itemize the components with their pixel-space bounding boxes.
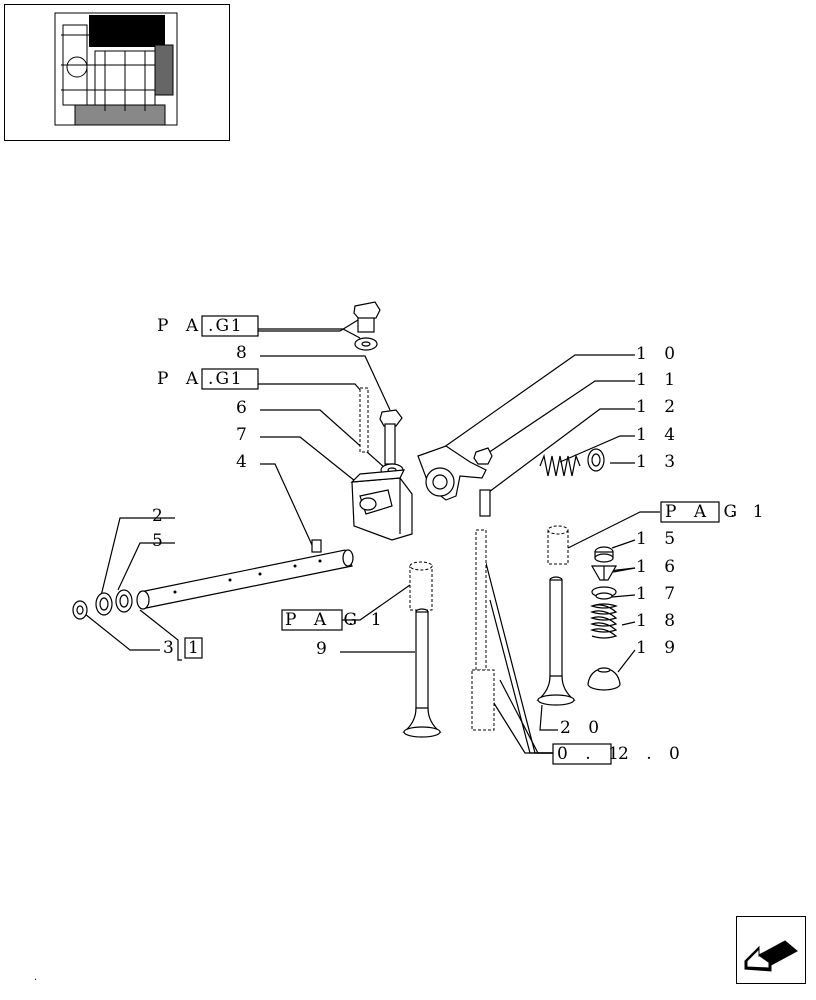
ref-pag1-low-prefix: P A G (285, 610, 363, 630)
ref-pag1-right[interactable]: P A G . 1 (660, 501, 770, 523)
washer-5 (115, 589, 133, 613)
valve-spring-18 (590, 603, 618, 639)
ref-pag1-mid-suffix: . 1 (208, 369, 248, 389)
ref-pag1-mid-prefix: P A G (157, 369, 235, 389)
snap-ring-2 (95, 592, 113, 616)
valve-guide-dashed-right (547, 525, 569, 565)
callout-19: 1 9 (636, 638, 681, 658)
leader-lines (79, 319, 660, 754)
ref-pag1-top-suffix: . 1 (208, 316, 248, 336)
cap-15 (594, 546, 614, 563)
adjusting-screw-12 (479, 489, 491, 517)
ref-0-1-2-0[interactable]: 0 . 1 2 . 0 (552, 743, 686, 765)
callout-9: 9 (316, 639, 333, 659)
callout-3-box-number: 1 (188, 638, 205, 658)
rocker-support-7 (350, 469, 413, 541)
arrow-left-icon (744, 940, 798, 972)
ref-0-1-2-0-box (552, 743, 612, 765)
spring-seat-19 (587, 667, 621, 691)
keepers-16 (590, 565, 618, 581)
rocker-arm-10 (417, 445, 487, 501)
callout-8: 8 (236, 343, 253, 363)
callout-15: 1 5 (636, 529, 681, 549)
screw-4 (311, 539, 322, 553)
footer-dot: . (34, 972, 38, 983)
engine-thumbnail (4, 4, 230, 141)
retainer-17 (591, 586, 617, 600)
nut-11 (473, 447, 493, 465)
ref-pag1-mid[interactable]: P A G . 1 (157, 368, 259, 390)
ref-0-1-2-0-prefix: 0 . 1 (557, 744, 625, 764)
ref-pag1-right-suffix: . 1 (730, 502, 770, 522)
ref-pag1-low-suffix: . 1 (348, 610, 388, 630)
engine-thumbnail-drawing (54, 12, 178, 126)
ref-pag1-mid-box (201, 368, 259, 390)
callout-2: 2 (152, 506, 169, 526)
ref-pag1-top-prefix: P A G (157, 316, 235, 336)
callout-16: 1 6 (636, 557, 681, 577)
valve-guide-dashed-left (409, 561, 433, 611)
bolt-8 (379, 409, 403, 465)
next-page-button[interactable] (736, 916, 806, 984)
valve-9 (402, 608, 442, 738)
ref-pag1-right-prefix: P A G (665, 502, 743, 522)
valve-20 (536, 576, 576, 706)
callout-13: 1 3 (636, 452, 681, 472)
callout-20: 2 0 (560, 718, 605, 738)
bolt-top (353, 301, 381, 351)
callout-5: 5 (152, 531, 169, 551)
washer-13 (587, 448, 605, 472)
ref-pag1-top[interactable]: P A G . 1 (157, 315, 259, 337)
callout-6: 6 (236, 398, 253, 418)
push-rod-dashed (471, 529, 495, 731)
ring-end (72, 600, 88, 620)
callout-17: 1 7 (636, 584, 681, 604)
callout-14: 1 4 (636, 425, 681, 445)
callout-12: 1 2 (636, 397, 681, 417)
rocker-shaft (136, 549, 354, 610)
callout-3: 3 (163, 638, 180, 658)
ref-0-1-2-0-suffix: 2 . 0 (618, 744, 686, 764)
ref-pag1-top-box (201, 315, 259, 337)
spring-14 (539, 453, 581, 477)
stud-dashed (359, 387, 369, 453)
callout-4: 4 (236, 452, 253, 472)
ref-pag1-right-box (660, 501, 720, 523)
ref-pag1-low[interactable]: P A G . 1 (281, 609, 388, 631)
callout-18: 1 8 (636, 611, 681, 631)
callout-3-box (184, 637, 203, 659)
callout-7: 7 (236, 425, 253, 445)
callout-11: 1 1 (636, 370, 681, 390)
callout-10: 1 0 (636, 344, 681, 364)
